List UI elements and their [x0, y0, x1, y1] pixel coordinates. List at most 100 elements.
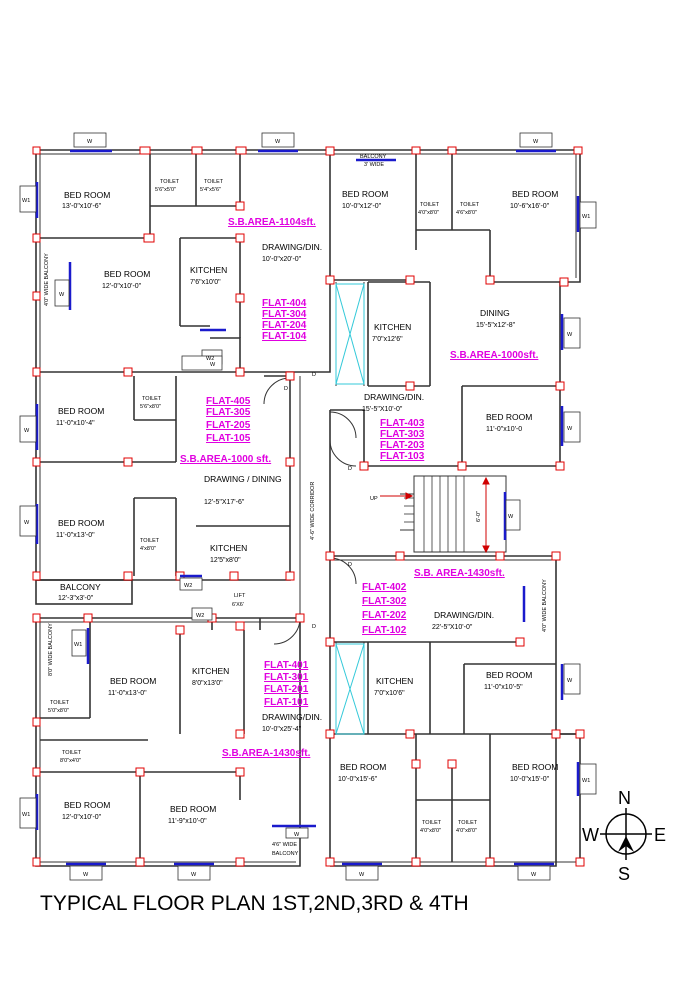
room-size: 12'-5"X17'-6": [204, 499, 245, 506]
room-name: BED ROOM: [58, 518, 104, 528]
room-size: 22'-5"X10'-0": [432, 624, 473, 631]
compass-south: S: [618, 864, 630, 884]
flat-number: FLAT-405: [206, 396, 251, 407]
north-arrow-compass: N S E W: [582, 788, 666, 884]
window-tag: W2: [206, 356, 214, 362]
flat-number: FLAT-404: [262, 298, 307, 309]
lift-shaft-north: [335, 283, 365, 385]
room-name: DRAWING/DIN.: [364, 392, 424, 402]
window-tag: W1: [22, 812, 30, 818]
lift-size: 6'X6': [232, 602, 244, 608]
room-size: 10'-6"x16'-0": [510, 203, 550, 210]
balcony-size: 12'-3"x3'-0": [58, 595, 94, 602]
room-name: TOILET: [458, 820, 478, 826]
balcony-label: BALCONY: [60, 582, 101, 592]
compass-west: W: [582, 825, 599, 845]
room-size: 15'-5"X10'-0": [362, 406, 403, 413]
window-tags: [19, 132, 597, 881]
flat-number: FLAT-304: [262, 309, 307, 320]
super-built-area: S.B.AREA-1430sft.: [222, 748, 311, 759]
room-size: 8'0"x13'0": [192, 680, 223, 687]
room-name: DRAWING/DIN.: [262, 712, 322, 722]
room-size: 11'-0"x10'-4": [56, 420, 95, 427]
door-tag: D: [312, 624, 316, 630]
flat-number: FLAT-205: [206, 420, 251, 431]
flat-number: FLAT-103: [380, 451, 425, 462]
flat-number: FLAT-305: [206, 407, 251, 418]
window-tag: W: [275, 139, 281, 145]
stair-treads: [404, 476, 465, 552]
room-name: BED ROOM: [64, 800, 110, 810]
window-tag-labels: W W W W1 W1 W W2 W W W W W W W2 W2 W1 W …: [22, 139, 590, 878]
room-size: 15'-5"x12'-8": [476, 322, 516, 329]
balcony-label: 8'0" WIDE BALCONY: [48, 623, 54, 676]
flat-number: FLAT-202: [362, 610, 407, 621]
room-name: BED ROOM: [64, 190, 110, 200]
room-name: DRAWING/DIN.: [434, 610, 494, 620]
flat-number: FLAT-105: [206, 433, 251, 444]
room-size: 10'-0"x15'-6": [338, 776, 378, 783]
flat-number: FLAT-303: [380, 429, 425, 440]
balcony-label: 4'6" WIDE: [272, 842, 297, 848]
room-name: TOILET: [420, 202, 440, 208]
room-size: 13'-0"x10'-6": [62, 203, 102, 210]
room-size: 5'4"x5'6": [200, 187, 221, 193]
lift-label: LIFT: [234, 593, 246, 599]
window-tag: W: [83, 872, 89, 878]
compass-north: N: [618, 788, 631, 808]
flat-number: FLAT-101: [264, 697, 309, 708]
compass-east: E: [654, 825, 666, 845]
balcony-size: 3' WIDE: [364, 162, 384, 168]
window-tag: W1: [582, 778, 590, 784]
room-size: 5'6"x5'0": [155, 187, 176, 193]
room-name: TOILET: [62, 750, 82, 756]
window-tag: W: [191, 872, 197, 878]
lift-shaft-south: [335, 643, 365, 735]
room-name: TOILET: [460, 202, 480, 208]
balcony-label: 4'0" WIDE BALCONY: [44, 253, 50, 306]
room-name: TOILET: [160, 179, 180, 185]
stair-up-label: UP: [370, 496, 378, 502]
balcony-label: BALCONY: [272, 851, 299, 857]
flat-number: FLAT-102: [362, 625, 407, 636]
room-size: 11'-0"x10'-5": [484, 684, 523, 691]
window-tag: W2: [196, 613, 204, 619]
room-name: BED ROOM: [340, 762, 386, 772]
flat-number: FLAT-403: [380, 418, 425, 429]
window-tag: W: [59, 292, 65, 298]
flat-number: FLAT-203: [380, 440, 425, 451]
door-tag: D: [312, 372, 316, 378]
super-built-area: S.B.AREA-1000sft.: [450, 350, 539, 361]
room-size: 12'5"x8'0": [210, 557, 241, 564]
room-name: TOILET: [422, 820, 442, 826]
stair-dimension: 6'-0": [476, 511, 482, 522]
door-tag: D: [348, 562, 352, 568]
room-size: 10'-0"x25'-4": [262, 726, 302, 733]
room-name: KITCHEN: [192, 666, 229, 676]
door-tags: D D D D D: [284, 372, 352, 630]
room-name: BED ROOM: [486, 670, 532, 680]
room-name: BED ROOM: [170, 804, 216, 814]
flat-number: FLAT-204: [262, 320, 307, 331]
stair-up-arrow: [380, 492, 414, 500]
window-tag: W: [533, 139, 539, 145]
flat-number: FLAT-301: [264, 672, 309, 683]
room-size: 12'-0"x10'-0": [62, 814, 102, 821]
room-name: DRAWING/DIN.: [262, 242, 322, 252]
room-size: 4'x8'0": [140, 546, 156, 552]
door-tag: D: [284, 386, 288, 392]
room-size: 4'0"x8'0": [418, 210, 439, 216]
windows: [35, 149, 580, 866]
room-name: BED ROOM: [512, 189, 558, 199]
window-tag: W: [567, 678, 573, 684]
window-tag: W1: [582, 214, 590, 220]
flat-sw: 8'0" WIDE BALCONY BED ROOM 11'-0"x13'-0"…: [48, 623, 322, 857]
room-name: BED ROOM: [512, 762, 558, 772]
room-name: BED ROOM: [110, 676, 156, 686]
room-size: 11'-9"x10'-0": [168, 818, 207, 825]
room-name: KITCHEN: [374, 322, 411, 332]
window-tag: W: [531, 872, 537, 878]
flat-number: FLAT-402: [362, 582, 407, 593]
window-tag: W: [24, 428, 30, 434]
